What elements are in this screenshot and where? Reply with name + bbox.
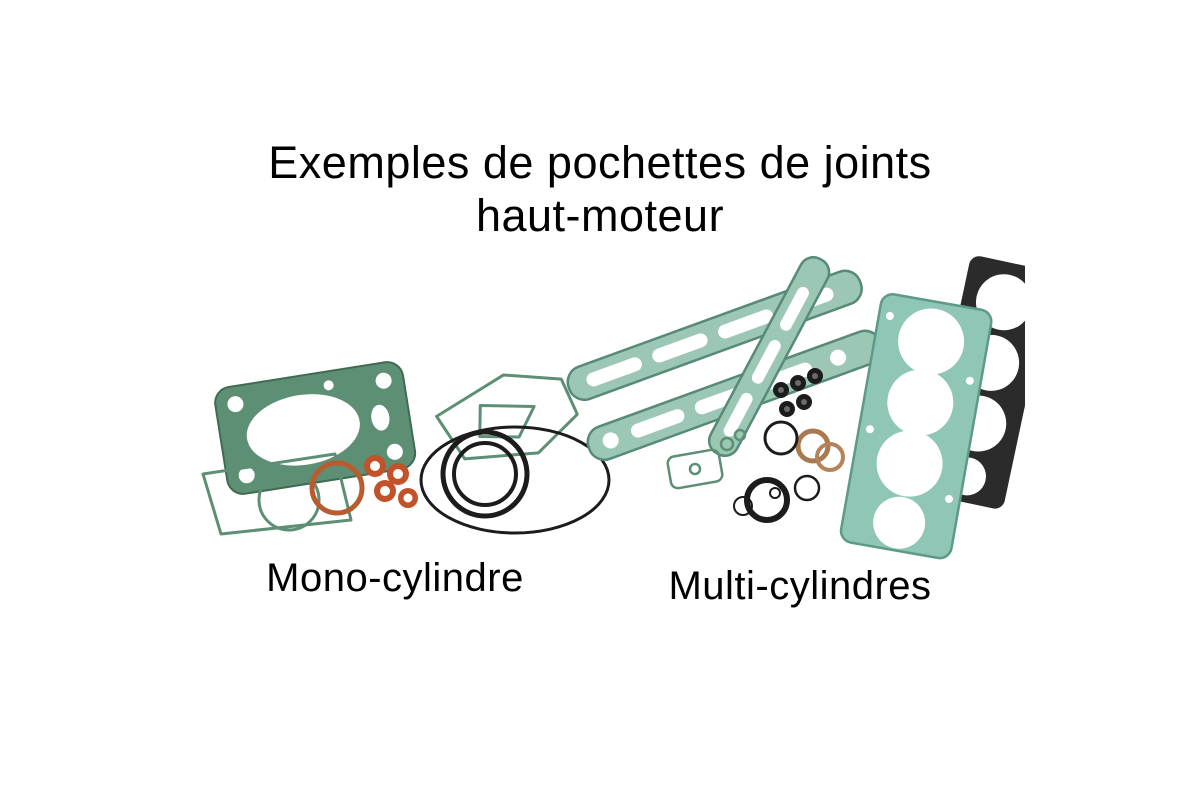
small-o-rings — [733, 420, 821, 523]
cover-gasket-outline-shape — [201, 452, 353, 536]
title-line-2: haut-moteur — [475, 190, 725, 242]
copper-rings — [795, 428, 845, 472]
mono-cylinder-label: Mono-cylindre — [266, 556, 524, 600]
mono-cylinder-gasket-kit-image — [201, 361, 611, 536]
four-bore-head-gasket — [839, 293, 993, 560]
multi-cylinder-gasket-kit-image — [566, 256, 1025, 560]
title-line-1: Exemples de pochettes de joints — [268, 137, 932, 188]
head-gasket-outline-shape — [435, 373, 579, 461]
small-green-gaskets — [666, 428, 747, 490]
page-title: Exemples de pochettes de joints haut-mot… — [0, 136, 1200, 242]
multi-cylinder-label: Multi-cylindres — [668, 564, 932, 608]
valve-stem-seals — [773, 368, 823, 417]
rubber-o-rings — [419, 425, 611, 535]
copper-washers — [364, 455, 418, 508]
base-gasket-shape — [214, 361, 417, 495]
exhaust-gasket-ring — [309, 460, 365, 516]
